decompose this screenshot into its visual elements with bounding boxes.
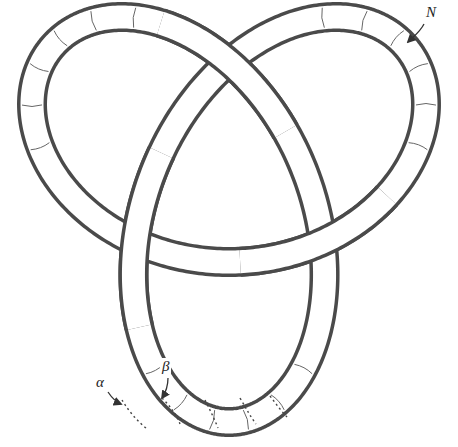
- band-ruling: [133, 8, 136, 28]
- band-edge: [133, 153, 161, 327]
- band-edge: [240, 196, 387, 262]
- dotted-curves: [122, 396, 288, 428]
- band-face: [240, 196, 387, 262]
- band-ruling: [174, 395, 187, 410]
- band-ruling: [409, 143, 428, 150]
- band-ruling: [30, 64, 48, 72]
- band-ruling: [362, 11, 367, 30]
- band-ruling: [91, 11, 96, 30]
- band-edge: [161, 23, 286, 131]
- trefoil-band: [22, 8, 436, 430]
- pointer-arrow: [162, 378, 168, 398]
- band-ruling: [22, 105, 42, 107]
- band-ruling: [271, 395, 284, 410]
- symbol-label: β: [160, 358, 171, 375]
- band-ruling: [294, 364, 312, 373]
- pointer-arrow: [408, 24, 424, 42]
- band-face: [161, 23, 286, 131]
- band-ruling: [31, 143, 50, 150]
- band-ruling: [416, 104, 436, 106]
- band-ruling: [54, 31, 67, 46]
- symbol-label: N: [424, 4, 438, 21]
- band-ruling: [322, 8, 325, 28]
- band-ruling: [410, 64, 428, 72]
- band-edge: [32, 17, 426, 422]
- band-ruling: [243, 410, 248, 429]
- pointer-arrow: [108, 392, 121, 404]
- symbol-label: α: [94, 374, 106, 391]
- band-face: [32, 17, 426, 422]
- band-face: [133, 153, 161, 327]
- band-ruling: [391, 31, 404, 46]
